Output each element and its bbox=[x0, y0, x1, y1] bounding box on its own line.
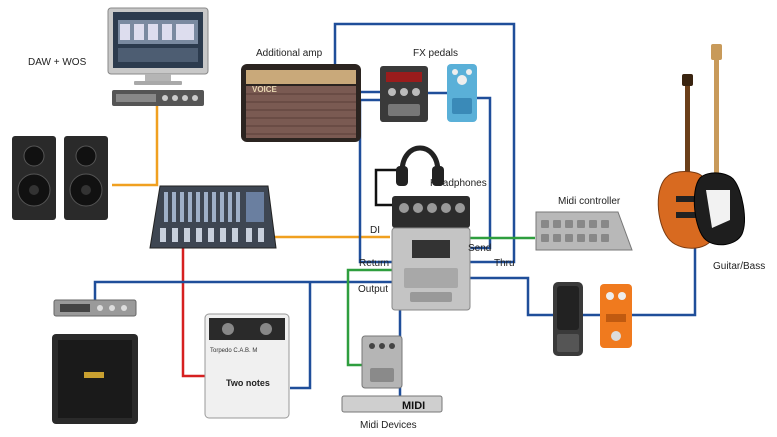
daw-monitor bbox=[107, 7, 209, 85]
cabinet-icon bbox=[52, 334, 138, 424]
green-cable-midi-devices bbox=[346, 268, 392, 367]
headphones-icon bbox=[396, 145, 444, 186]
additional-amp-label: Additional amp bbox=[256, 48, 323, 59]
blue-cable-top-loop bbox=[333, 22, 516, 264]
torpedo-live-unit bbox=[391, 196, 471, 311]
torpedo-model-text: Torpedo C.A.B. M bbox=[210, 348, 257, 354]
orange-cable-daw bbox=[112, 106, 159, 187]
blue-cable-fx-send bbox=[470, 96, 492, 250]
blue-cable-guitar bbox=[470, 276, 553, 317]
blue-cable-fuzz-guitar bbox=[632, 245, 697, 317]
audio-interface bbox=[112, 90, 204, 106]
torpedo-cab-icon: Torpedo C.A.B. M Two notes bbox=[204, 313, 290, 419]
blue-cable-return bbox=[358, 98, 392, 264]
amp-brand-text: VOICE bbox=[252, 85, 278, 94]
port-output: Output bbox=[358, 284, 388, 295]
fx-pedals-label: FX pedals bbox=[413, 48, 458, 59]
guitar-bass-label: Guitar/Bass bbox=[713, 261, 765, 272]
mixer-icon bbox=[149, 185, 277, 249]
blue-cable-output-torpedo bbox=[290, 282, 312, 390]
midi-controller-icon bbox=[535, 211, 633, 251]
torpedo-brand-text: Two notes bbox=[226, 378, 270, 388]
pedal-icon bbox=[380, 64, 477, 122]
red-cable bbox=[181, 248, 208, 378]
blue-cable-output-amp bbox=[93, 280, 392, 300]
amp-icon: VOICE bbox=[241, 64, 361, 142]
black-cable-headphones bbox=[374, 168, 400, 207]
fuzz-pedal-icon bbox=[600, 284, 632, 348]
port-return: Return bbox=[359, 258, 389, 269]
headphones-label: Headphones bbox=[430, 178, 487, 189]
speaker-icon bbox=[12, 136, 108, 220]
port-thru: Thru bbox=[494, 258, 515, 269]
midi-box-text: MIDI bbox=[402, 400, 425, 412]
midi-device-pedal-icon bbox=[361, 335, 403, 389]
wah-pedal-icon bbox=[553, 282, 583, 356]
power-amp-icon bbox=[53, 299, 137, 317]
midi-controller-label: Midi controller bbox=[558, 196, 621, 207]
midi-devices-label: Midi Devices bbox=[360, 420, 417, 431]
midi-rack-icon: MIDI bbox=[341, 395, 443, 413]
bass-icon bbox=[693, 44, 745, 246]
daw-label: DAW + WOS bbox=[28, 57, 87, 68]
port-di: DI bbox=[370, 225, 380, 236]
port-send: Send bbox=[468, 243, 491, 254]
